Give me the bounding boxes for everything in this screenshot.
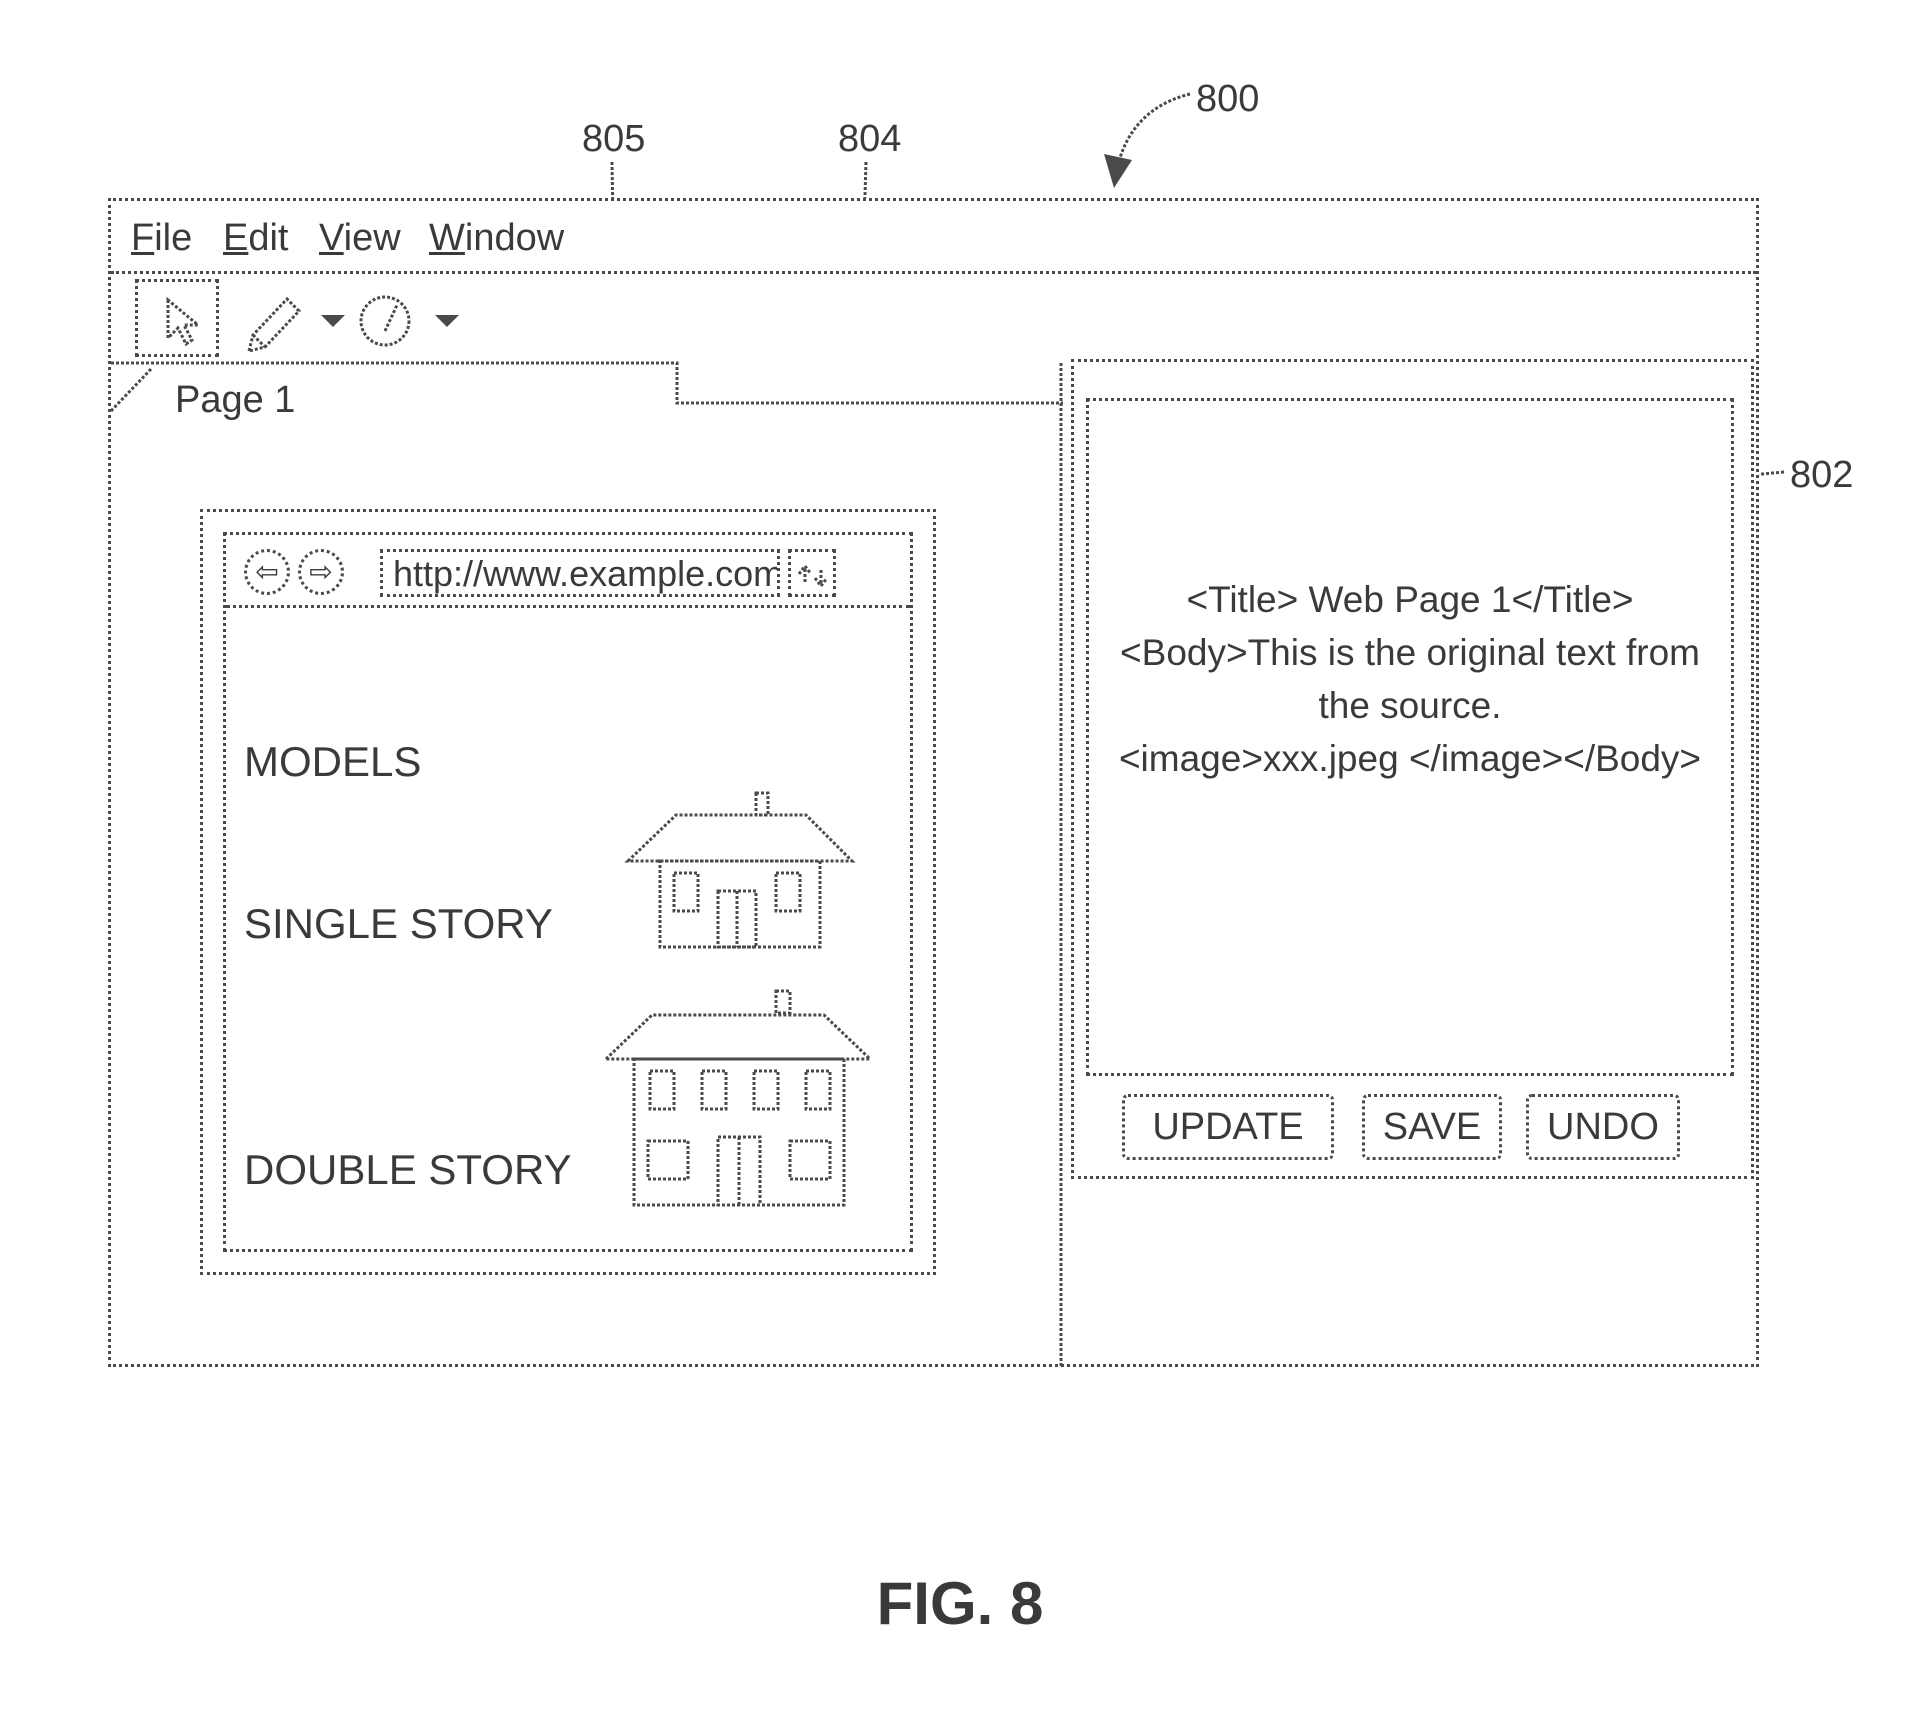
double-story-house-icon bbox=[602, 989, 874, 1207]
page-heading-models: MODELS bbox=[244, 738, 422, 785]
refresh-button[interactable] bbox=[788, 549, 836, 597]
pencil-dropdown-icon[interactable] bbox=[319, 311, 349, 331]
select-tool-button[interactable] bbox=[135, 279, 219, 357]
pencil-icon[interactable] bbox=[239, 289, 309, 359]
select-arrow-icon bbox=[166, 296, 203, 347]
source-line-3: the source. bbox=[1318, 685, 1502, 726]
menu-window[interactable]: Window bbox=[429, 219, 564, 257]
undo-button[interactable]: UNDO bbox=[1526, 1094, 1680, 1160]
menu-view-rest: iew bbox=[343, 217, 401, 259]
ref-label-804: 804 bbox=[838, 118, 902, 160]
model-single-story[interactable]: SINGLE STORY bbox=[244, 900, 553, 947]
menu-window-mnemonic: W bbox=[429, 217, 465, 259]
ref-label-805: 805 bbox=[582, 118, 646, 160]
refresh-arrows-icon bbox=[797, 563, 829, 589]
page-tab[interactable]: Page 1 bbox=[175, 379, 296, 421]
source-text-area[interactable]: <Title> Web Page 1</Title> <Body>This is… bbox=[1086, 398, 1734, 1076]
menu-bar: File Edit View Window bbox=[111, 201, 1756, 274]
menu-edit-rest: dit bbox=[248, 217, 289, 259]
embedded-browser-frame: ⇦ ⇨ http://www.example.com MODELS SINGLE… bbox=[200, 509, 936, 1275]
source-line-1: <Title> Web Page 1</Title> bbox=[1186, 579, 1634, 620]
forward-arrow-icon: ⇨ bbox=[309, 556, 333, 587]
source-line-2: <Body>This is the original text from bbox=[1120, 632, 1700, 673]
menu-file[interactable]: File bbox=[131, 219, 192, 257]
embedded-browser: ⇦ ⇨ http://www.example.com MODELS SINGLE… bbox=[223, 532, 913, 1252]
menu-file-mnemonic: F bbox=[131, 217, 155, 259]
arrow-head-800 bbox=[1104, 154, 1132, 188]
gauge-dropdown-icon[interactable] bbox=[433, 311, 463, 331]
source-editor-pane: <Title> Web Page 1</Title> <Body>This is… bbox=[1071, 359, 1754, 1179]
model-double-story[interactable]: DOUBLE STORY bbox=[244, 1146, 572, 1193]
ref-label-802: 802 bbox=[1790, 454, 1854, 496]
back-button[interactable]: ⇦ bbox=[244, 549, 290, 595]
single-story-house-icon bbox=[624, 791, 856, 949]
update-button[interactable]: UPDATE bbox=[1122, 1094, 1334, 1160]
browser-toolbar: ⇦ ⇨ http://www.example.com bbox=[226, 535, 910, 608]
menu-window-rest: indow bbox=[464, 217, 565, 259]
gauge-icon[interactable] bbox=[357, 291, 417, 351]
left-pane-frame bbox=[109, 361, 1063, 1367]
ref-label-800: 800 bbox=[1196, 78, 1260, 120]
back-arrow-icon: ⇦ bbox=[255, 556, 279, 587]
figure-caption: FIG. 8 bbox=[876, 1570, 1044, 1637]
forward-button[interactable]: ⇨ bbox=[298, 549, 344, 595]
address-bar[interactable]: http://www.example.com bbox=[380, 549, 780, 597]
application-window: File Edit View Window Page 1 bbox=[108, 198, 1759, 1367]
save-button[interactable]: SAVE bbox=[1362, 1094, 1502, 1160]
source-line-4: <image>xxx.jpeg </image></Body> bbox=[1118, 738, 1702, 779]
menu-edit[interactable]: Edit bbox=[223, 219, 289, 257]
menu-view[interactable]: View bbox=[319, 219, 401, 257]
menu-view-mnemonic: V bbox=[319, 217, 344, 259]
menu-edit-mnemonic: E bbox=[223, 217, 249, 259]
menu-file-rest: ile bbox=[154, 217, 193, 259]
